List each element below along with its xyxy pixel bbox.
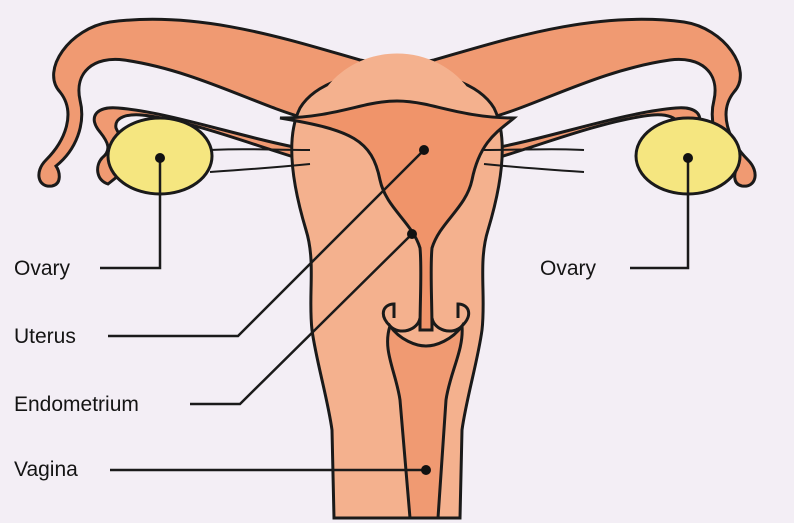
label-uterus: Uterus [14, 325, 76, 349]
label-ovary-left: Ovary [14, 257, 70, 281]
anchor-dot-uterus [419, 145, 429, 155]
anchor-dot-endometrium [407, 229, 417, 239]
label-endometrium: Endometrium [14, 393, 139, 417]
anchor-dot-vagina [421, 465, 431, 475]
anchor-dot-ovary-left [155, 153, 165, 163]
label-vagina: Vagina [14, 458, 78, 482]
anchor-dot-ovary-right [683, 153, 693, 163]
label-ovary-right: Ovary [540, 257, 596, 281]
